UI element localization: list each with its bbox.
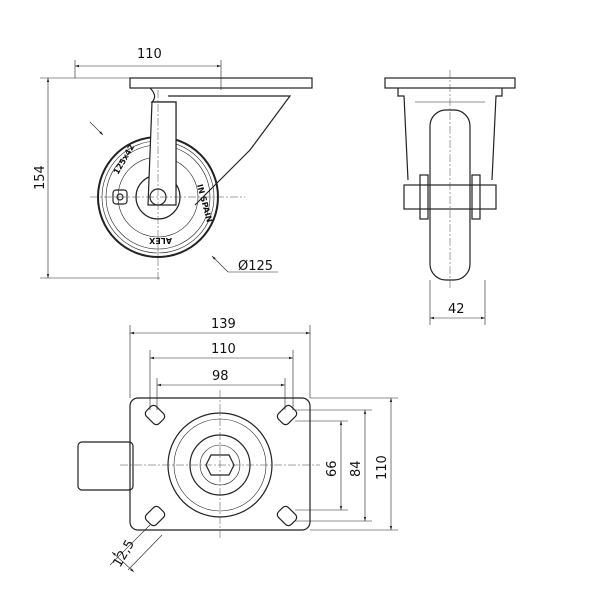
slot-dim: 12,5 [110, 537, 137, 570]
front-view: 125x42 IN SPAIN ALEX 110 154 Ø125 [33, 47, 313, 280]
plate-height-dim: 110 [375, 455, 390, 480]
hole-spacing-outer-dim: 110 [211, 342, 236, 357]
front-height-dim: 154 [33, 165, 48, 190]
hole-spacing-inner-dim: 98 [212, 369, 229, 384]
hole-vertical-inner-dim: 66 [325, 460, 340, 477]
plate-width-dim: 139 [211, 317, 236, 332]
hole-vertical-outer-dim: 84 [349, 460, 364, 477]
side-view: 42 [384, 70, 516, 325]
diameter-dim: Ø125 [238, 259, 273, 274]
side-width-dim: 42 [448, 302, 465, 317]
brand-label: ALEX [148, 236, 172, 245]
front-width-dim: 110 [137, 47, 162, 62]
mounting-slots [144, 404, 298, 527]
plan-view: 139 110 98 110 84 66 12,5 [77, 317, 398, 573]
